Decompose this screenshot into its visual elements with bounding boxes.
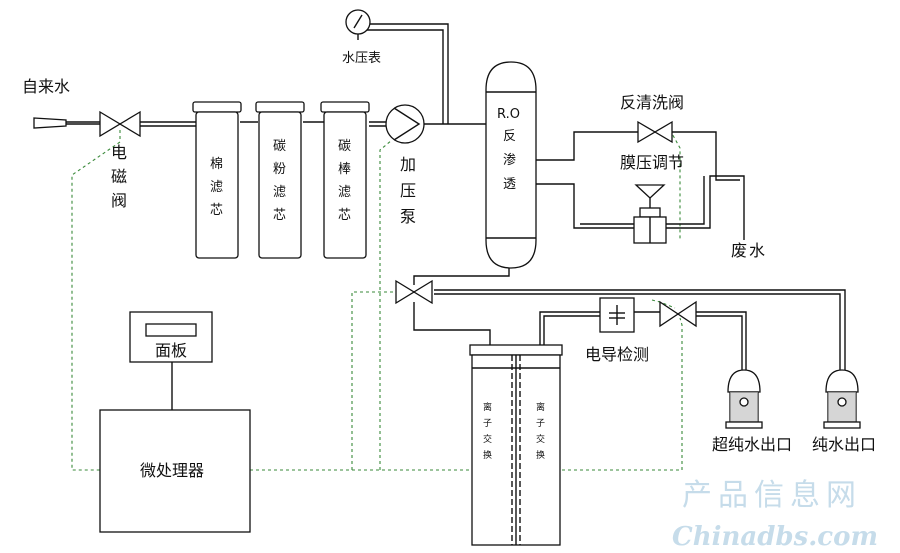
pressure-gauge-label: 水压表 bbox=[342, 51, 381, 66]
backwash-valve-label: 反清洗阀 bbox=[620, 93, 684, 112]
membrane-pressure-regulator bbox=[633, 184, 667, 244]
carbon-powder-filter-label: 碳 粉 滤 芯 bbox=[273, 139, 290, 223]
microprocessor-box bbox=[99, 409, 251, 533]
control-panel bbox=[129, 311, 213, 363]
carbon-powder-filter bbox=[255, 101, 305, 259]
booster-pump bbox=[385, 104, 425, 144]
cotton-filter bbox=[192, 101, 242, 259]
ultrapure-outlet-faucet bbox=[725, 369, 763, 429]
ion-exchange-left-label: 离 子 交 换 bbox=[483, 401, 495, 461]
ion-exchange-right-label: 离 子 交 换 bbox=[536, 401, 548, 461]
control-wiring bbox=[71, 129, 683, 471]
tap-water-label: 自来水 bbox=[22, 77, 70, 96]
ultrapure-valve bbox=[659, 300, 697, 328]
waste-water-label: 废 水 bbox=[731, 241, 765, 260]
solenoid-valve bbox=[99, 110, 141, 138]
ion-exchange-columns bbox=[469, 344, 563, 546]
carbon-rod-filter-label: 碳 棒 滤 芯 bbox=[338, 139, 355, 223]
ro-membrane-vessel bbox=[485, 61, 537, 269]
ro-vessel-label: 反 渗 透 bbox=[503, 129, 520, 192]
pressure-gauge bbox=[345, 9, 371, 40]
ro-top-label: R.O bbox=[497, 107, 520, 122]
cotton-filter-label: 棉 滤 芯 bbox=[210, 157, 227, 218]
conductivity-probe bbox=[599, 297, 635, 333]
panel-label: 面板 bbox=[155, 341, 187, 360]
solenoid-valve-label: 电 磁 阀 bbox=[111, 143, 132, 210]
watermark-cn: 产品信息网 bbox=[682, 478, 862, 513]
membrane-pressure-label: 膜压调节 bbox=[620, 153, 684, 172]
pipe-network bbox=[66, 23, 846, 410]
tap-water-inlet bbox=[33, 117, 100, 129]
carbon-rod-filter bbox=[320, 101, 370, 259]
microprocessor-label: 微处理器 bbox=[140, 461, 204, 480]
pure-outlet-label: 纯水出口 bbox=[812, 435, 876, 454]
watermark-en: Chinadbs.com bbox=[672, 522, 878, 552]
ultrapure-outlet-label: 超纯水出口 bbox=[712, 435, 792, 454]
backwash-valve bbox=[637, 120, 673, 144]
conductivity-test-label: 电导检测 bbox=[585, 345, 649, 364]
distribution-valve bbox=[395, 279, 433, 305]
pure-outlet-faucet bbox=[823, 369, 861, 429]
booster-pump-label: 加 压 泵 bbox=[400, 155, 421, 226]
